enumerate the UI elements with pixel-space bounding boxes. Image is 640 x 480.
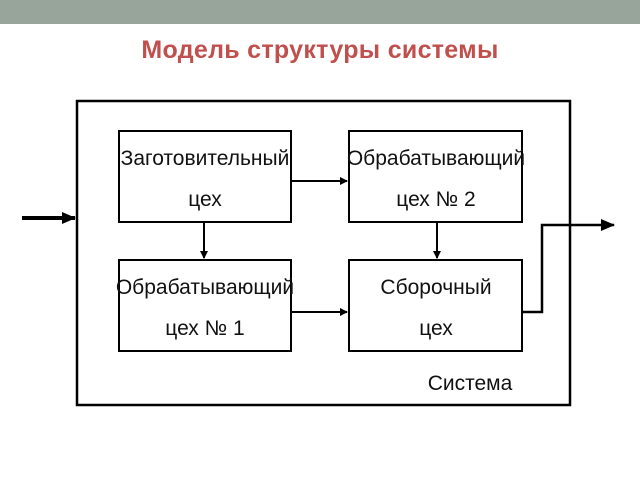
system-label: Система	[428, 372, 513, 395]
system-boundary	[75, 99, 572, 407]
block-procurement-line2: цех	[188, 188, 222, 211]
block-processing-1-line2: цех № 1	[165, 317, 244, 340]
block-processing-shop-2: Обрабатывающий цех № 2	[347, 130, 525, 223]
block-procurement-shop: Заготовительный цех	[118, 130, 292, 223]
block-assembly-line2: цех	[419, 317, 453, 340]
page-title: Модель структуры системы	[141, 36, 499, 64]
top-bar	[0, 0, 640, 24]
block-processing-1-line1: Обрабатывающий	[116, 276, 294, 299]
block-assembly-shop: Сборочный цех	[348, 259, 523, 352]
block-processing-shop-1: Обрабатывающий цех № 1	[116, 259, 294, 352]
output-arrow	[522, 219, 615, 314]
block-processing-2-line1: Обрабатывающий	[347, 147, 525, 170]
block-assembly-line1: Сборочный	[380, 276, 491, 299]
block-processing-2-line2: цех № 2	[396, 188, 475, 211]
block-procurement-line1: Заготовительный	[121, 147, 290, 170]
